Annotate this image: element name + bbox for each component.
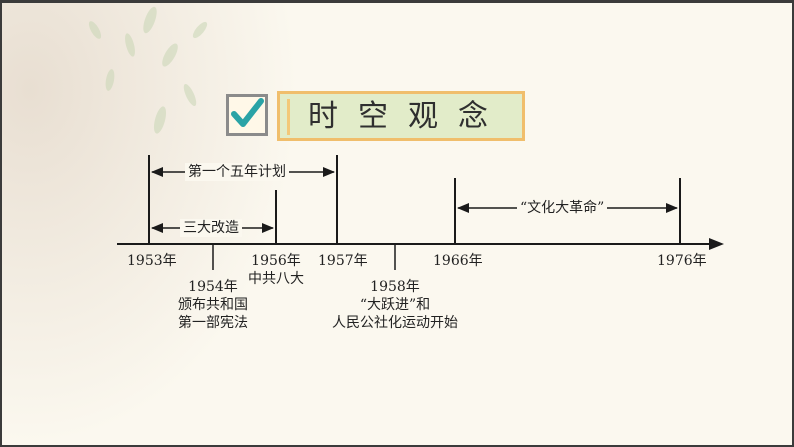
year-label-1966: 1966年 (433, 253, 483, 269)
title-accent-bar (287, 99, 290, 135)
year-label-1976: 1976年 (657, 253, 707, 269)
span-label-five-year-plan: 第一个五年计划 (185, 163, 289, 181)
willow-leaves-decoration (88, 6, 208, 134)
timeline-arrowhead (709, 238, 724, 250)
year-label-1954: 1954年 (188, 279, 238, 295)
event-1954-line2: 第一部宪法 (178, 315, 248, 331)
event-1954-line1: 颁布共和国 (178, 297, 248, 313)
event-1956: 中共八大 (248, 271, 304, 287)
year-label-1958: 1958年 (370, 279, 420, 295)
checkmark-icon (231, 98, 264, 127)
span-label-cultural-revolution: “文化大革命” (517, 199, 608, 217)
event-1958-line1: “大跃进”和 (359, 297, 431, 313)
year-label-1957: 1957年 (318, 253, 368, 269)
event-1958-line2: 人民公社化运动开始 (332, 315, 458, 331)
checkmark-box (226, 94, 268, 136)
page-title: 时空观念 (308, 99, 508, 134)
title-banner: 时空观念 (277, 91, 525, 141)
year-label-1953: 1953年 (127, 253, 177, 269)
span-label-three-transformations: 三大改造 (180, 219, 242, 237)
year-label-1956: 1956年 (251, 253, 301, 269)
